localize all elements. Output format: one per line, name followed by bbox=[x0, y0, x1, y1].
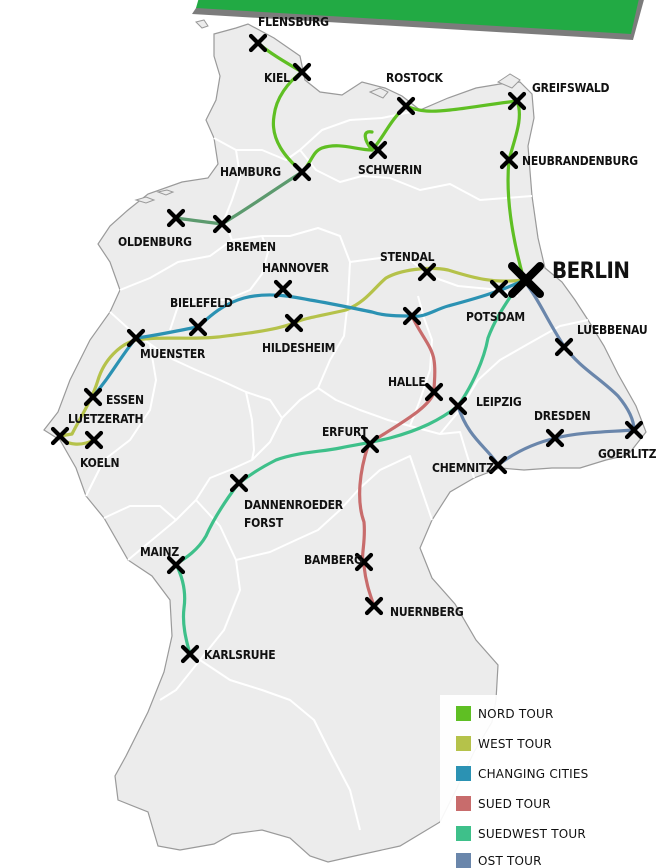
route-nordwest bbox=[174, 170, 304, 226]
islands bbox=[134, 19, 521, 204]
city-label: ERFURT bbox=[322, 425, 369, 439]
route-suedwest-tour bbox=[174, 280, 522, 656]
city-label: HILDESHEIM bbox=[262, 341, 335, 355]
route-west-tour bbox=[58, 266, 526, 446]
city-greifswald: GREIFSWALD bbox=[507, 81, 610, 111]
city-bamberg: BAMBERG bbox=[304, 552, 374, 572]
city-label: LUETZERATH bbox=[68, 412, 143, 426]
city-markers: FLENSBURG KIEL ROSTOCK GREIFSWALD HAMBUR… bbox=[50, 15, 657, 664]
legend-swatch bbox=[456, 826, 471, 841]
city-label: BREMEN bbox=[226, 240, 276, 254]
city-label: BAMBERG bbox=[304, 553, 363, 567]
city-stendal: STENDAL bbox=[380, 250, 437, 282]
city-label: LEIPZIG bbox=[476, 395, 522, 409]
city-label: STENDAL bbox=[380, 250, 435, 264]
city-berlin-marker: BERLIN bbox=[508, 259, 630, 298]
route-nord-tour-b bbox=[363, 130, 374, 152]
city-label: ROSTOCK bbox=[386, 71, 444, 85]
city-chemnitz: CHEMNITZ bbox=[432, 455, 508, 475]
city-label: KOELN bbox=[80, 456, 119, 470]
city-label: HANNOVER bbox=[262, 261, 330, 275]
city-hildesheim: HILDESHEIM bbox=[262, 313, 335, 355]
city-label: GREIFSWALD bbox=[532, 81, 610, 95]
legend-item-nord: NORD TOUR bbox=[456, 706, 554, 721]
legend-label: OST TOUR bbox=[478, 854, 542, 868]
city-luebbenau: LUEBBENAU bbox=[554, 323, 648, 357]
city-label: HALLE bbox=[388, 375, 426, 389]
city-label: NUERNBERG bbox=[390, 605, 464, 619]
city-oldenburg: OLDENBURG bbox=[118, 208, 192, 249]
city-muenster: MUENSTER bbox=[126, 328, 206, 361]
city-label: SCHWERIN bbox=[358, 163, 422, 177]
city-nuernberg: NUERNBERG bbox=[364, 596, 464, 619]
city-dresden: DRESDEN bbox=[534, 409, 591, 448]
city-label: OLDENBURG bbox=[118, 235, 192, 249]
city-label: DRESDEN bbox=[534, 409, 591, 423]
city-schwerin: SCHWERIN bbox=[358, 140, 422, 177]
city-label: NEUBRANDENBURG bbox=[522, 154, 638, 168]
city-label: ESSEN bbox=[106, 393, 144, 407]
legend-swatch bbox=[456, 796, 471, 811]
city-koeln: KOELN bbox=[80, 430, 120, 470]
legend-item-changing-cities: CHANGING CITIES bbox=[456, 766, 589, 781]
city-label: GOERLITZ bbox=[598, 447, 657, 461]
city-dannenroeder-forst: DANNENROEDER FORST bbox=[229, 473, 344, 530]
city-erfurt: ERFURT bbox=[322, 425, 380, 454]
city-halle: HALLE bbox=[388, 375, 444, 402]
city-flensburg: FLENSBURG bbox=[248, 15, 329, 53]
city-goerlitz: GOERLITZ bbox=[598, 420, 657, 461]
city-label: MUENSTER bbox=[140, 347, 206, 361]
legend-swatch bbox=[456, 706, 471, 721]
city-karlsruhe: KARLSRUHE bbox=[180, 644, 276, 664]
city-label: KARLSRUHE bbox=[204, 648, 275, 662]
city-neubrandenburg: NEUBRANDENBURG bbox=[499, 150, 638, 170]
city-leipzig: LEIPZIG bbox=[448, 395, 522, 416]
city-luetzerath: LUETZERATH bbox=[50, 412, 144, 446]
city-essen: ESSEN bbox=[83, 387, 144, 407]
legend-swatch bbox=[456, 766, 471, 781]
city-label: HAMBURG bbox=[220, 165, 281, 179]
city-label: DANNENROEDER bbox=[244, 498, 344, 512]
legend-label: SUED TOUR bbox=[478, 797, 551, 811]
legend-item-suedwest: SUEDWEST TOUR bbox=[456, 826, 586, 841]
route-changing-cities bbox=[91, 278, 526, 399]
legend: NORD TOUR WEST TOUR CHANGING CITIES SUED… bbox=[440, 695, 620, 868]
city-potsdam: POTSDAM bbox=[466, 279, 525, 324]
city-hannover: HANNOVER bbox=[262, 261, 330, 299]
city-label: BIELEFELD bbox=[170, 296, 233, 310]
city-magdeburg-area bbox=[402, 306, 422, 326]
city-label: LUEBBENAU bbox=[577, 323, 647, 337]
legend-label: CHANGING CITIES bbox=[478, 767, 589, 781]
city-hamburg: HAMBURG bbox=[220, 162, 312, 182]
legend-label: NORD TOUR bbox=[478, 707, 554, 721]
capital-label: BERLIN bbox=[552, 259, 629, 284]
legend-item-ost: OST TOUR bbox=[456, 853, 542, 868]
city-label: FLENSBURG bbox=[258, 15, 329, 29]
city-label: CHEMNITZ bbox=[432, 461, 494, 475]
title-banner bbox=[192, 0, 644, 40]
city-label: MAINZ bbox=[140, 545, 179, 559]
city-label: KIEL bbox=[264, 71, 290, 85]
city-bielefeld: BIELEFELD bbox=[170, 296, 233, 337]
city-bremen: BREMEN bbox=[212, 214, 276, 254]
city-kiel: KIEL bbox=[264, 62, 312, 85]
city-mainz: MAINZ bbox=[140, 545, 186, 575]
city-label: POTSDAM bbox=[466, 310, 525, 324]
city-label-line2: FORST bbox=[244, 516, 284, 530]
city-rostock: ROSTOCK bbox=[386, 71, 444, 116]
legend-label: SUEDWEST TOUR bbox=[478, 827, 586, 841]
legend-item-sued: SUED TOUR bbox=[456, 796, 551, 811]
legend-item-west: WEST TOUR bbox=[456, 736, 552, 751]
legend-swatch bbox=[456, 736, 471, 751]
legend-label: WEST TOUR bbox=[478, 737, 552, 751]
legend-swatch bbox=[456, 853, 471, 868]
